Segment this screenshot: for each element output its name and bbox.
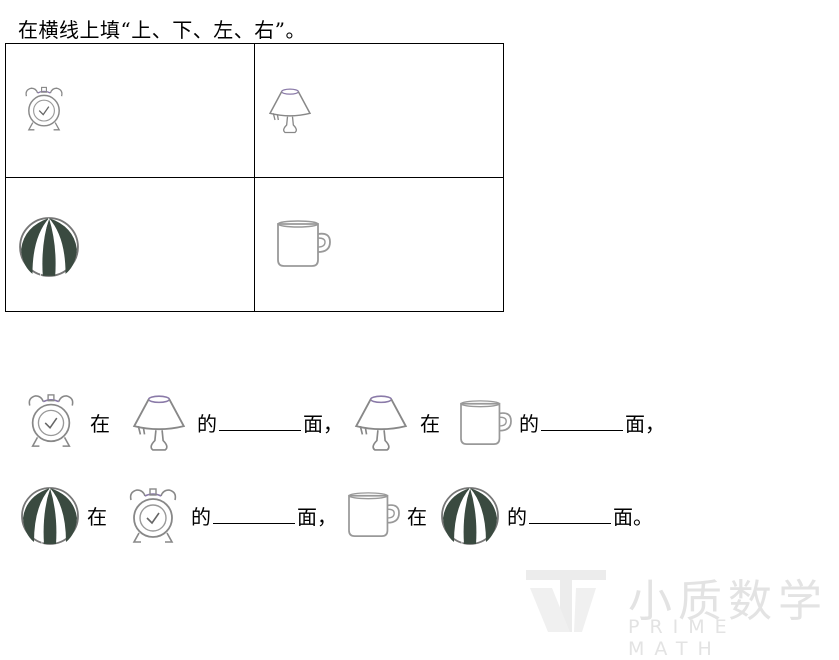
answer-blank[interactable] — [213, 505, 295, 529]
answer-blank[interactable] — [219, 412, 301, 436]
lamp-icon — [265, 82, 315, 138]
cup-icon — [342, 490, 406, 540]
word-de: 的 — [197, 412, 217, 436]
word-zai: 在 — [87, 505, 107, 529]
clock-icon — [20, 80, 68, 138]
cup-icon — [454, 398, 518, 448]
word-de: 的 — [519, 412, 539, 436]
picture-grid — [5, 43, 504, 312]
word-de: 的 — [507, 505, 527, 529]
instruction-text: 在横线上填“上、下、左、右”。 — [18, 18, 306, 42]
cup-icon — [272, 218, 336, 270]
lamp-icon — [350, 388, 412, 456]
watermark-logo-icon — [522, 566, 612, 640]
lamp-icon — [128, 388, 190, 456]
answer-blank[interactable] — [541, 412, 623, 436]
ball-icon — [440, 486, 500, 546]
word-zai: 在 — [90, 412, 110, 436]
answer-blank[interactable] — [529, 505, 611, 529]
grid-divider-horizontal — [6, 177, 503, 178]
watermark-subtext: PRIME MATH — [628, 616, 737, 660]
clock-icon — [22, 386, 80, 456]
word-mian: 面， — [625, 412, 665, 436]
word-mian: 面， — [303, 412, 343, 436]
ball-icon — [18, 216, 80, 278]
word-mian: 面。 — [613, 505, 653, 529]
word-zai: 在 — [420, 412, 440, 436]
watermark-text: 小质数学 — [628, 576, 828, 627]
ball-icon — [20, 486, 80, 546]
word-mian: 面， — [297, 505, 337, 529]
word-de: 的 — [191, 505, 211, 529]
word-zai: 在 — [407, 505, 427, 529]
clock-icon — [123, 480, 183, 552]
